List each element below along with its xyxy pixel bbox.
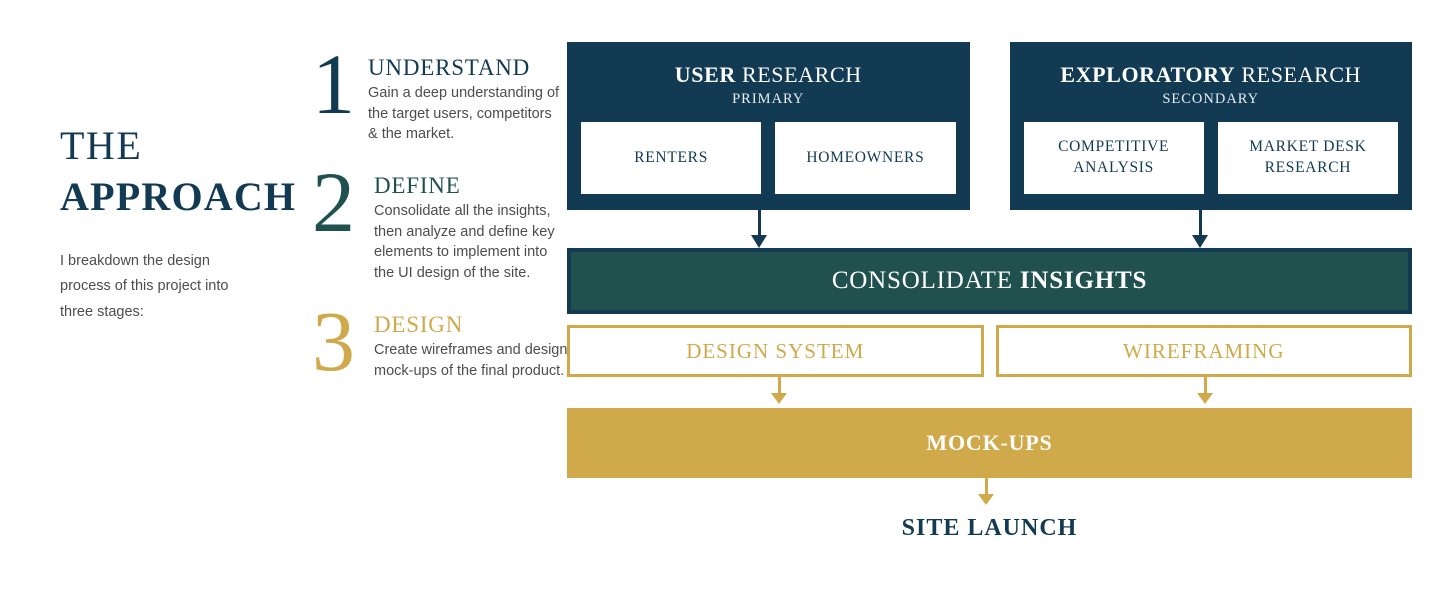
arrow-row-gold-to-mockups: [567, 377, 1412, 408]
card-user-research: USER RESEARCH PRIMARY RENTERS HOMEOWNERS: [567, 42, 970, 211]
arrow-row-mockups-to-site-launch: [567, 478, 1412, 513]
card-exploratory-research-title: EXPLORATORY RESEARCH: [1024, 62, 1399, 87]
card-exploratory-research-title-rest: RESEARCH: [1235, 62, 1362, 87]
box-wireframing: WIREFRAMING: [995, 325, 1412, 378]
arrow-mockups-to-site-launch-icon: [978, 478, 994, 506]
list-item: HOMEOWNERS: [775, 122, 956, 195]
step-number-1: 1: [312, 36, 355, 132]
consolidate-insights-label: CONSOLIDATE INSIGHTS: [832, 267, 1147, 295]
box-design-system: DESIGN SYSTEM: [567, 325, 984, 378]
step-item-define: 2 DEFINE Consolidate all the insights, t…: [312, 154, 562, 284]
step-item-design: 3 DESIGN Create wireframes and design mo…: [312, 292, 567, 389]
mockups-label: MOCK-UPS: [926, 430, 1053, 456]
mockups-bar: MOCK-UPS: [567, 408, 1412, 479]
step-text-design: Create wireframes and design mock-ups of…: [374, 341, 568, 379]
step-text-define: Consolidate all the insights, then analy…: [374, 203, 555, 282]
consolidate-label-bold: INSIGHTS: [1019, 267, 1148, 295]
steps-list: 1 UNDERSTAND Gain a deep understanding o…: [312, 36, 567, 389]
consolidate-insights-bar: CONSOLIDATE INSIGHTS: [567, 248, 1412, 315]
list-item: MARKET DESK RESEARCH: [1217, 122, 1398, 195]
step-item-understand: 1 UNDERSTAND Gain a deep understanding o…: [312, 36, 562, 145]
list-item: COMPETITIVE ANALYSIS: [1023, 122, 1204, 195]
page-title-line2: APPROACH: [60, 174, 297, 219]
intro-description: I breakdown the design process of this p…: [60, 253, 229, 320]
card-exploratory-research-subtitle: SECONDARY: [1162, 91, 1260, 108]
step-title-define: DEFINE: [374, 173, 461, 199]
step-number-3: 3: [312, 292, 355, 389]
arrow-exploratory-research-to-consolidate-icon: [1192, 210, 1208, 249]
card-user-research-title: USER RESEARCH: [581, 62, 956, 87]
card-exploratory-research-title-bold: EXPLORATORY: [1060, 62, 1236, 87]
step-title-understand: UNDERSTAND: [368, 55, 531, 80]
step-title-design: DESIGN: [374, 311, 464, 337]
step-text-understand: Gain a deep understanding of the target …: [368, 85, 560, 143]
intro-block: THE APPROACH I breakdown the design proc…: [60, 125, 320, 325]
gold-box-row: DESIGN SYSTEM WIREFRAMING: [567, 325, 1412, 378]
consolidate-label-regular: CONSOLIDATE: [831, 267, 1020, 295]
arrow-row-research-to-consolidate: [567, 210, 1412, 249]
site-launch-label: SITE LAUNCH: [901, 515, 1078, 542]
flow-diagram: USER RESEARCH PRIMARY RENTERS HOMEOWNERS…: [567, 42, 1412, 542]
list-item: RENTERS: [581, 122, 762, 195]
card-exploratory-research: EXPLORATORY RESEARCH SECONDARY COMPETITI…: [1009, 42, 1412, 211]
card-exploratory-research-items: COMPETITIVE ANALYSIS MARKET DESK RESEARC…: [1023, 122, 1398, 195]
card-user-research-subtitle: PRIMARY: [732, 91, 805, 108]
arrow-wireframing-to-mockups-icon: [1197, 377, 1213, 405]
arrow-user-research-to-consolidate-icon: [751, 210, 767, 249]
step-number-2: 2: [312, 154, 355, 251]
arrow-design-system-to-mockups-icon: [771, 377, 787, 405]
page-title-line1: THE: [60, 123, 143, 168]
card-user-research-title-rest: RESEARCH: [735, 62, 862, 87]
research-row: USER RESEARCH PRIMARY RENTERS HOMEOWNERS…: [567, 42, 1412, 211]
card-user-research-items: RENTERS HOMEOWNERS: [581, 122, 956, 195]
card-user-research-title-bold: USER: [674, 62, 736, 87]
